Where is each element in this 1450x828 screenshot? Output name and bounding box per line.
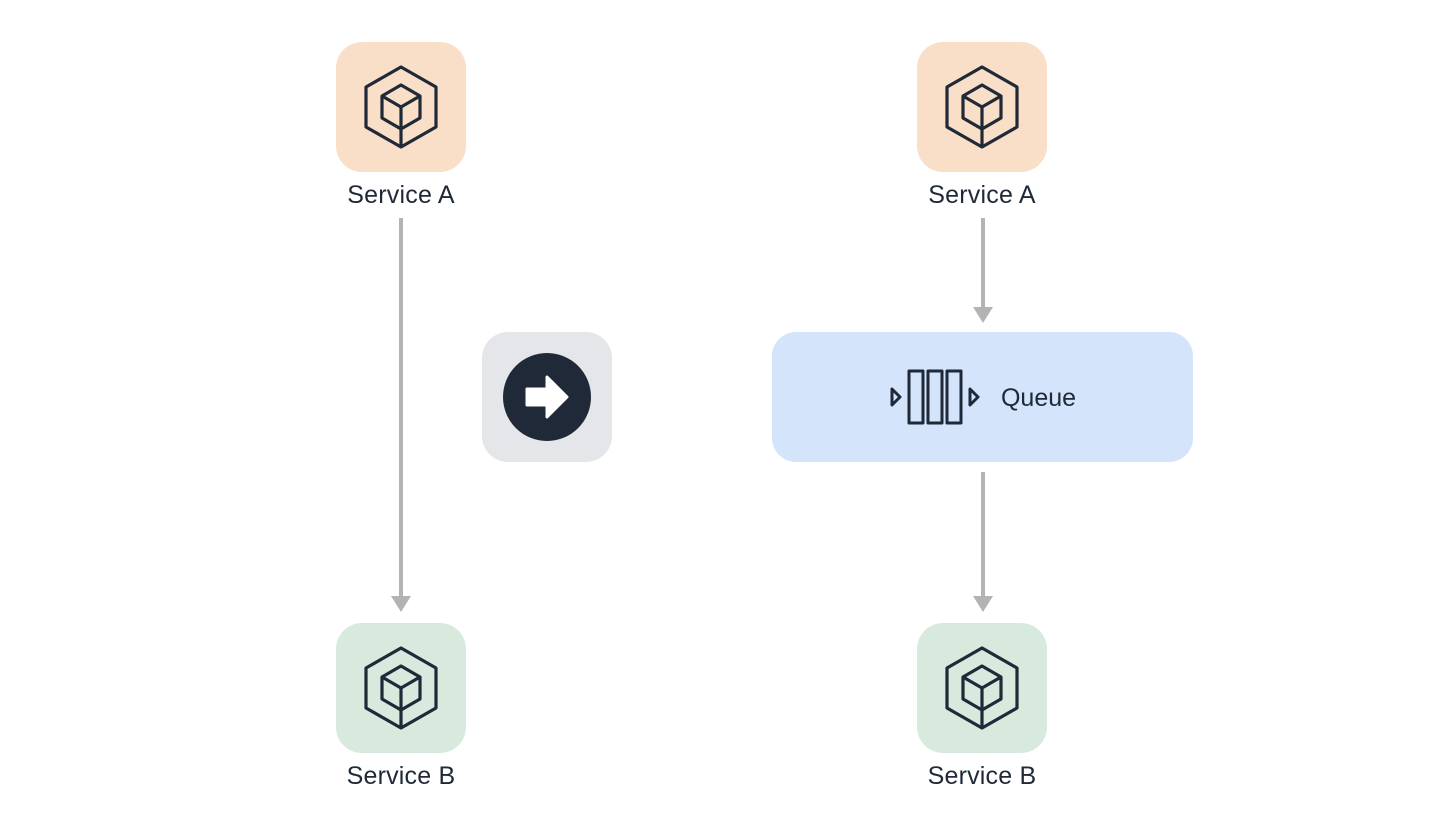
right-service-a-tile: [917, 42, 1047, 172]
left-service-a-label: Service A: [347, 181, 455, 209]
left-service-a-tile: [336, 42, 466, 172]
connector-right-a-to-queue: [973, 218, 993, 323]
left-service-b-label: Service B: [346, 762, 456, 790]
connector-right-queue-to-b: [973, 472, 993, 612]
cube-icon: [945, 646, 1019, 730]
cube-icon: [364, 65, 438, 149]
connector-left-a-to-b: [391, 218, 411, 612]
left-service-b-tile: [336, 623, 466, 753]
transition-tile: [482, 332, 612, 462]
queue-box: Queue: [772, 332, 1193, 462]
arrow-right-icon: [503, 353, 591, 441]
queue-label: Queue: [1000, 384, 1077, 412]
cube-icon: [364, 646, 438, 730]
queue-icon: [890, 369, 980, 425]
right-service-b-tile: [917, 623, 1047, 753]
right-service-b-label: Service B: [927, 762, 1037, 790]
right-service-a-label: Service A: [928, 181, 1036, 209]
cube-icon: [945, 65, 1019, 149]
